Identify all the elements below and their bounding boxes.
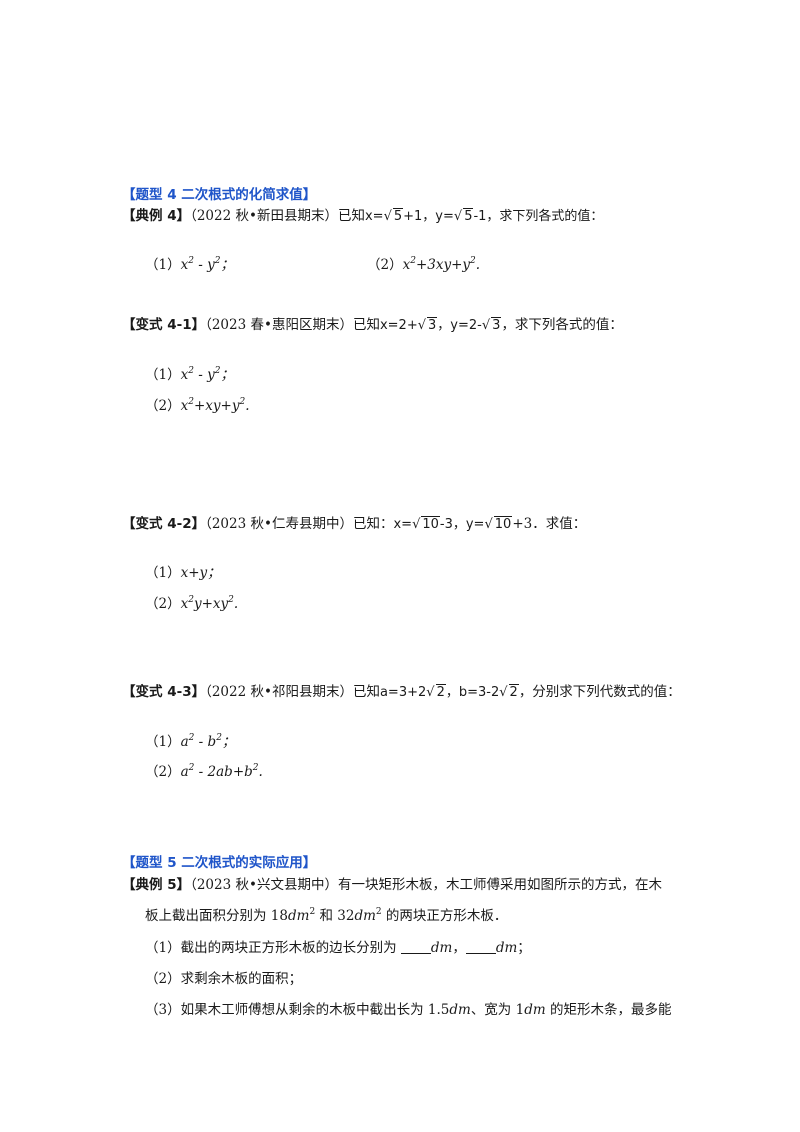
variant-source: （2022 秋•祁阳县期末）已知 — [205, 684, 380, 700]
unit-text: dm — [495, 940, 518, 956]
q-expression: x2+3xy+y2. — [402, 256, 481, 274]
variant-4-1-q2: （2）x2+xy+y2. — [145, 397, 249, 415]
radicand: 5 — [392, 208, 404, 224]
answer-blank[interactable] — [400, 941, 431, 954]
radical-sign: √ — [499, 685, 508, 700]
q-text: 截出的两块正方形木板的边长分别为 — [180, 940, 397, 956]
answer-blank[interactable] — [465, 941, 496, 954]
variant-4-2-tag: 【变式 4-2】 — [122, 516, 206, 532]
radical-sign: √ — [481, 318, 491, 333]
radical-sign: √ — [484, 517, 493, 532]
variant-4-1-statement: 【变式 4-1】（2023 春•惠阳区期末）已知x=2+√3，y=2-√3，求下… — [122, 316, 623, 335]
variant-4-2-q2: （2）x2y+xy2. — [145, 595, 238, 613]
x-part: x=2+ — [379, 318, 418, 333]
a-part: a=3+2 — [379, 685, 427, 700]
example-4-source: （2022 秋•新田县期末）已知 — [190, 208, 365, 224]
radical-sign: √ — [426, 685, 435, 700]
radicand: 3 — [427, 317, 438, 333]
q-number: （2） — [145, 764, 181, 780]
variant-4-3-tag: 【变式 4-3】 — [122, 684, 206, 700]
radicand: 3 — [491, 317, 502, 333]
q-expression: x2 - y2； — [180, 256, 234, 274]
radicand: 2 — [508, 684, 519, 700]
radicand: 10 — [421, 516, 440, 532]
example-5-tag: 【典例 5】 — [122, 877, 191, 893]
example-4-q1: （1）x2 - y2； — [145, 256, 234, 274]
q-number: （1） — [145, 367, 181, 383]
y-part: ，y=2- — [437, 318, 482, 333]
end-text: -1，求下列各式的值： — [473, 209, 604, 224]
variant-4-2-statement: 【变式 4-2】（2023 秋•仁寿县期中）已知：x=√10-3，y=√10+3… — [122, 515, 586, 534]
q-expression: a2 - 2ab+b2. — [180, 763, 263, 781]
q-number: （2） — [145, 596, 181, 612]
q-text: 如果木工师傅想从剩余的木板中截出长为 1.5dm、宽为 1dm 的矩形木条，最多… — [180, 1002, 672, 1018]
end-text: ，求下列各式的值： — [501, 317, 623, 333]
example-4-q2: （2）x2+3xy+y2. — [367, 256, 480, 274]
x-part: x= — [393, 517, 413, 532]
radical-sign: √ — [412, 517, 421, 532]
example-5-line2: 板上截出面积分别为 18dm2 和 32dm2 的两块正方形木板． — [145, 907, 507, 925]
q-number: （1） — [145, 565, 181, 581]
variant-4-3-statement: 【变式 4-3】（2022 秋•祁阳县期末）已知a=3+2√2，b=3-2√2，… — [122, 683, 681, 702]
q-expression: x+y； — [180, 565, 221, 581]
radicand: 10 — [493, 516, 513, 532]
q-text: 求剩余木板的面积； — [180, 971, 303, 987]
radicand: 2 — [435, 684, 446, 700]
variant-4-3-q2: （2）a2 - 2ab+b2. — [145, 763, 263, 781]
q-number: （1） — [145, 734, 181, 750]
q-number: （1） — [145, 940, 181, 956]
mid-text: -3，y= — [439, 517, 485, 532]
q-number: （2） — [145, 398, 181, 414]
example-5-q3: （3）如果木工师傅想从剩余的木板中截出长为 1.5dm、宽为 1dm 的矩形木条… — [145, 1001, 671, 1019]
radicand: 5 — [463, 208, 474, 224]
section-4-heading: 【题型 4 二次根式的化简求值】 — [122, 187, 317, 203]
q-expression: x2 - y2； — [180, 366, 234, 384]
variant-4-3-q1: （1）a2 - b2； — [145, 733, 235, 751]
radical-sign: √ — [453, 209, 463, 224]
example-4-statement: 【典例 4】（2022 秋•新田县期末）已知x=√5+1，y=√5-1，求下列各… — [122, 207, 603, 226]
q-number: （2） — [367, 257, 403, 273]
variant-4-2-q1: （1）x+y； — [145, 564, 221, 582]
mid-text: +1，y= — [403, 209, 454, 224]
q-number: （2） — [145, 971, 181, 987]
variant-4-1-tag: 【变式 4-1】 — [122, 317, 206, 333]
q-number: （1） — [145, 257, 181, 273]
q-expression: x2+xy+y2. — [180, 397, 250, 415]
example-4-tag: 【典例 4】 — [122, 208, 191, 224]
end-text: +3．求值： — [512, 516, 587, 532]
q-number: （3） — [145, 1002, 181, 1018]
variant-source: （2023 春•惠阳区期末）已知 — [205, 317, 380, 333]
example-5-q2: （2）求剩余木板的面积； — [145, 970, 302, 988]
example-5-line1: 【典例 5】（2023 秋•兴文县期中）有一块矩形木板，木工师傅采用如图所示的方… — [122, 876, 662, 894]
b-part: ，b=3-2 — [445, 685, 500, 700]
q-expression: x2y+xy2. — [180, 595, 239, 613]
radical-sign: √ — [383, 209, 392, 224]
radical-sign: √ — [417, 318, 427, 333]
q-expression: a2 - b2； — [180, 733, 236, 751]
variant-source: （2023 秋•仁寿县期中）已知： — [205, 516, 394, 532]
example-5-text: （2023 秋•兴文县期中）有一块矩形木板，木工师傅采用如图所示的方式，在木 — [190, 877, 662, 893]
example-5-text: 板上截出面积分别为 18dm2 和 32dm2 的两块正方形木板． — [145, 907, 508, 925]
section-5-heading: 【题型 5 二次根式的实际应用】 — [122, 855, 317, 871]
x-label: x= — [364, 209, 384, 224]
example-5-q1: （1）截出的两块正方形木板的边长分别为 dm，dm； — [145, 940, 531, 956]
end-text: ，分别求下列代数式的值： — [518, 684, 681, 700]
unit-text: dm — [430, 940, 453, 956]
variant-4-1-q1: （1）x2 - y2； — [145, 366, 234, 384]
